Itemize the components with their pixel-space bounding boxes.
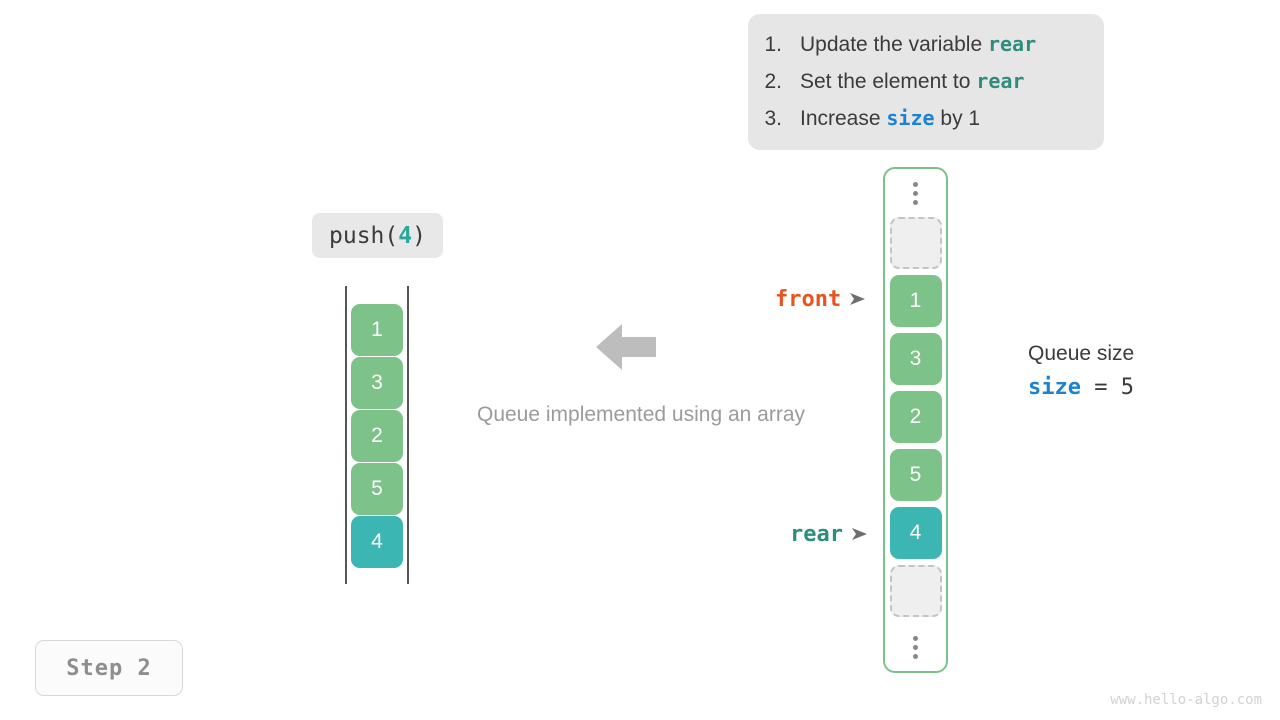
instruction-text-2: Set the element to rear — [800, 69, 1025, 93]
instruction-number-3: 3. — [764, 107, 782, 130]
array-cell: 2 — [889, 391, 942, 443]
array-cell: 5 — [889, 449, 942, 501]
instruction-step-2: 2. Set the element to rear — [758, 69, 1094, 106]
queue-size-expression: size = 5 — [1028, 375, 1228, 400]
size-value: 5 — [1120, 375, 1134, 400]
watermark: www.hello-algo.com — [1110, 692, 1262, 708]
instruction-card: 1. Update the variable rear 2. Set the e… — [748, 14, 1104, 150]
operation-close-paren: ) — [412, 222, 426, 249]
rear-pointer-text: rear — [790, 522, 843, 547]
pointer-arrow-icon — [850, 287, 867, 312]
instruction-number-1: 1. — [764, 33, 782, 56]
operation-label: push(4) — [312, 213, 443, 258]
abstract-queue: 1 3 2 5 4 — [345, 286, 409, 584]
size-variable-name: size — [1028, 375, 1081, 400]
code-token-rear: rear — [976, 69, 1025, 93]
queue-cell: 5 — [351, 463, 403, 515]
queue-cell: 3 — [351, 357, 403, 409]
queue-size-title: Queue size — [1028, 342, 1135, 365]
instruction-text-1: Update the variable rear — [800, 32, 1037, 56]
array-container: 1 3 2 5 4 — [883, 167, 948, 673]
operation-name: push( — [329, 222, 399, 249]
instruction-text-3: Increase size by 1 — [800, 106, 981, 130]
queue-size-info: Queue size size = 5 — [1028, 342, 1228, 400]
left-arrow-icon — [596, 322, 656, 372]
array-cell: 1 — [889, 275, 942, 327]
front-pointer-label: front — [775, 287, 867, 312]
instruction-number-2: 2. — [764, 70, 782, 93]
code-token-size: size — [886, 106, 935, 130]
front-pointer-text: front — [775, 287, 842, 312]
array-cell: 3 — [889, 333, 942, 385]
array-cell-empty — [889, 565, 942, 617]
vertical-ellipsis-icon-bottom — [913, 623, 918, 671]
queue-rail-right — [407, 286, 409, 584]
array-cell-new: 4 — [889, 507, 942, 559]
queue-cell-new: 4 — [351, 516, 403, 568]
operation-argument: 4 — [398, 222, 413, 249]
diagram-caption: Queue implemented using an array — [476, 403, 806, 426]
rear-pointer-label: rear — [790, 522, 869, 547]
queue-rail-left — [345, 286, 347, 584]
instruction-step-1: 1. Update the variable rear — [758, 32, 1094, 69]
instruction-step-3: 3. Increase size by 1 — [758, 106, 1094, 143]
queue-cell: 2 — [351, 410, 403, 462]
queue-cell: 1 — [351, 304, 403, 356]
array-cell-empty — [889, 217, 942, 269]
code-token-rear: rear — [987, 32, 1037, 56]
vertical-ellipsis-icon-top — [913, 169, 918, 217]
step-badge: Step 2 — [35, 640, 183, 696]
size-equals: = — [1080, 375, 1121, 400]
pointer-arrow-icon — [851, 522, 869, 547]
abstract-queue-cells: 1 3 2 5 4 — [351, 304, 403, 568]
